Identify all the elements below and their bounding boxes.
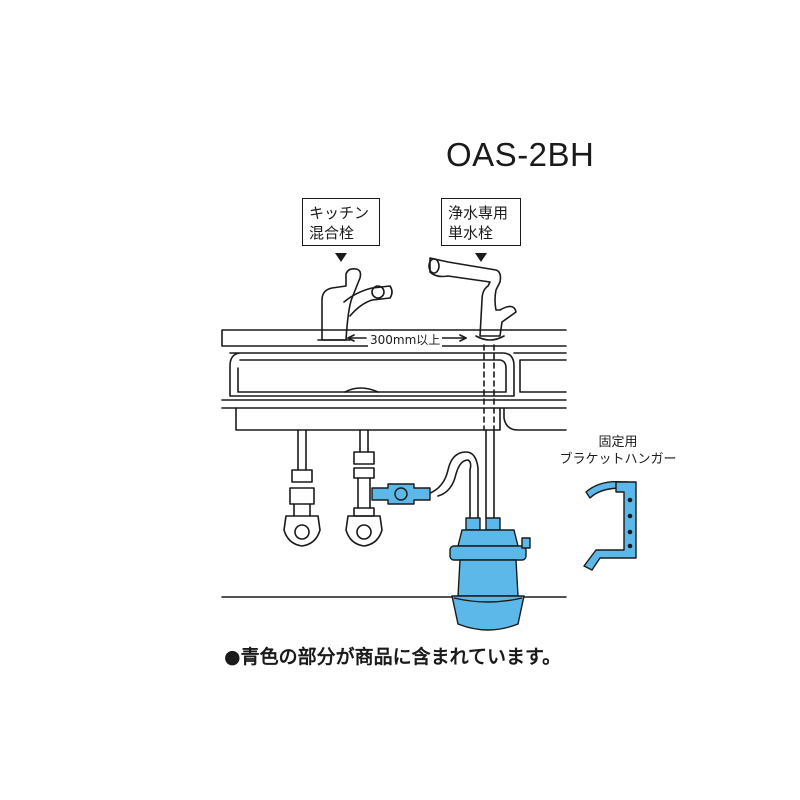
bracket-hanger (583, 481, 637, 571)
purifier-faucet-label-line1: 浄水専用 (448, 204, 509, 222)
right-angle-valve (345, 429, 383, 547)
product-parts (371, 481, 637, 631)
supply-hose (427, 451, 479, 519)
included-parts-note: ●青色の部分が商品に含まれています。 (224, 646, 562, 668)
filter-cartridge (449, 517, 531, 631)
kitchen-faucet-label-line2: 混合栓 (309, 224, 355, 242)
kitchen-callout-arrow (335, 253, 347, 262)
kitchen-faucet (317, 268, 393, 341)
sink-basin (229, 352, 515, 397)
purifier-faucet (428, 257, 517, 341)
purifier-faucet-label-line2: 単水栓 (448, 224, 494, 242)
kitchen-faucet-label-line1: キッチン (309, 204, 370, 222)
sink-basin-right (513, 352, 567, 393)
purifier-callout-arrow (475, 253, 487, 262)
model-name: OAS-2BH (446, 136, 595, 173)
left-angle-valve (283, 429, 321, 547)
purifier-faucet-callout: 浄水専用 単水栓 (441, 198, 521, 246)
distance-label: 300mm以上 (368, 331, 443, 348)
hanger-label: 固定用 ブラケットハンガー (548, 434, 688, 468)
hanger-label-line2: ブラケットハンガー (559, 452, 677, 467)
hanger-label-line1: 固定用 (598, 435, 638, 450)
kitchen-faucet-callout: キッチン 混合栓 (302, 198, 380, 246)
